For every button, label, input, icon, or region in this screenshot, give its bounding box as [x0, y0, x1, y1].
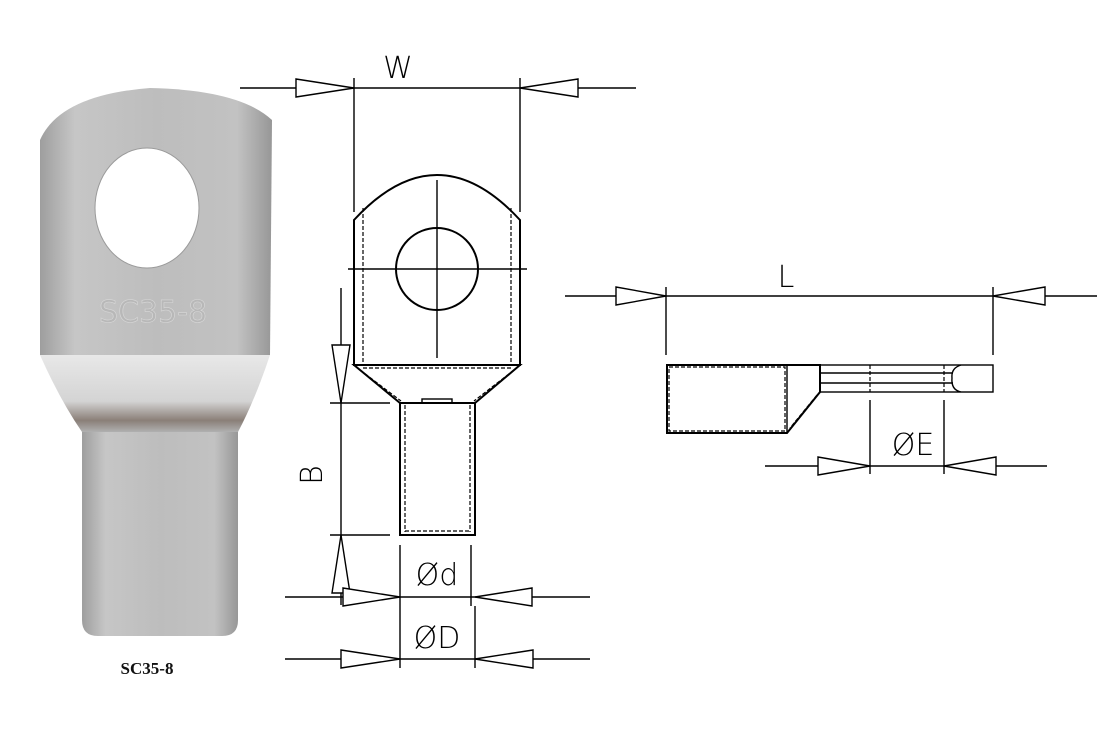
side-tongue-outline	[819, 364, 994, 393]
e-arrow-right	[943, 456, 997, 476]
w-label: W	[383, 51, 413, 86]
d-label: Ød	[416, 558, 459, 593]
flare-outline	[351, 364, 523, 404]
lug-photo-flare	[40, 355, 270, 432]
w-arrow-left	[295, 78, 355, 98]
l-arrow-left	[615, 286, 667, 306]
side-barrel-outline	[666, 364, 821, 434]
l-arrow-right	[992, 286, 1046, 306]
b-arrow-bottom	[331, 534, 351, 594]
od-label: ØD	[414, 621, 461, 656]
lug-photo: SC35-8 SC35-8	[40, 88, 272, 678]
d-arrow-left	[342, 587, 401, 607]
side-barrel-hidden	[668, 366, 786, 432]
od-arrow-left	[340, 649, 401, 669]
side-flare-hidden	[789, 394, 818, 429]
photo-caption: SC35-8	[121, 659, 174, 678]
d-arrow-right	[474, 587, 533, 607]
flare-hidden-left	[359, 369, 402, 402]
b-label: B	[295, 465, 330, 485]
barrel-outline	[399, 402, 476, 536]
side-tongue-radius	[951, 364, 962, 393]
e-label: ØE	[892, 428, 935, 463]
l-label: L	[778, 260, 795, 295]
flare-hidden-right	[473, 369, 515, 402]
embossed-marking: SC35-8	[99, 295, 207, 330]
tab-outline	[353, 174, 521, 366]
front-view: W B Ød	[240, 51, 636, 669]
b-arrow-top	[331, 344, 351, 404]
e-arrow-left	[817, 456, 871, 476]
w-arrow-right	[519, 78, 579, 98]
side-view: L ØE	[565, 260, 1097, 476]
lug-photo-hole	[94, 147, 200, 269]
lug-photo-barrel	[82, 432, 238, 636]
od-arrow-right	[474, 649, 534, 669]
